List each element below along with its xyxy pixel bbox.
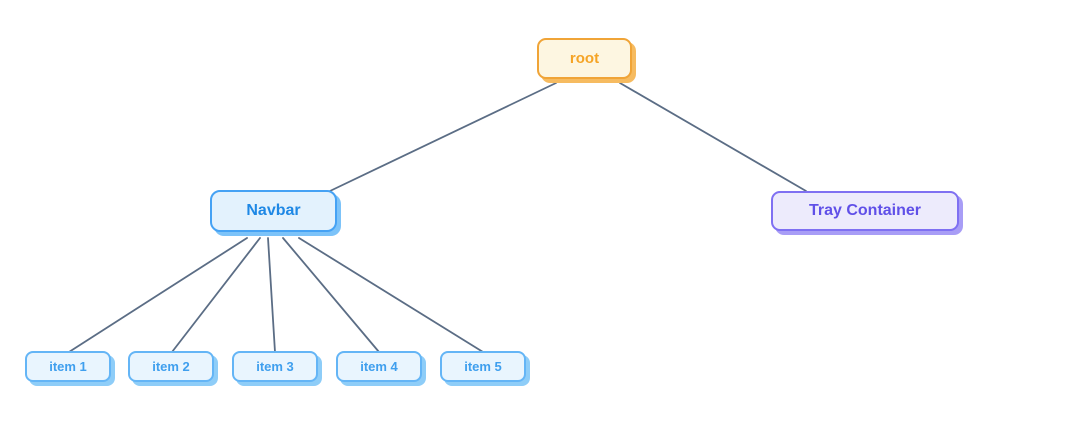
edge-navbar-item3 bbox=[267, 237, 276, 353]
edge-root-tray bbox=[619, 82, 807, 192]
node-item-2[interactable]: item 2 bbox=[128, 351, 214, 382]
edge-navbar-item4 bbox=[282, 237, 380, 353]
node-root[interactable]: root bbox=[537, 38, 632, 79]
node-tray-container[interactable]: Tray Container bbox=[771, 191, 959, 231]
node-item-1[interactable]: item 1 bbox=[25, 351, 111, 382]
edge-navbar-item2 bbox=[171, 237, 261, 353]
edge-navbar-item5 bbox=[298, 237, 484, 353]
node-item-4[interactable]: item 4 bbox=[336, 351, 422, 382]
node-item-5[interactable]: item 5 bbox=[440, 351, 526, 382]
node-item-3[interactable]: item 3 bbox=[232, 351, 318, 382]
node-navbar[interactable]: Navbar bbox=[210, 190, 337, 232]
edge-navbar-item1 bbox=[68, 237, 248, 353]
edge-root-navbar bbox=[329, 82, 557, 192]
